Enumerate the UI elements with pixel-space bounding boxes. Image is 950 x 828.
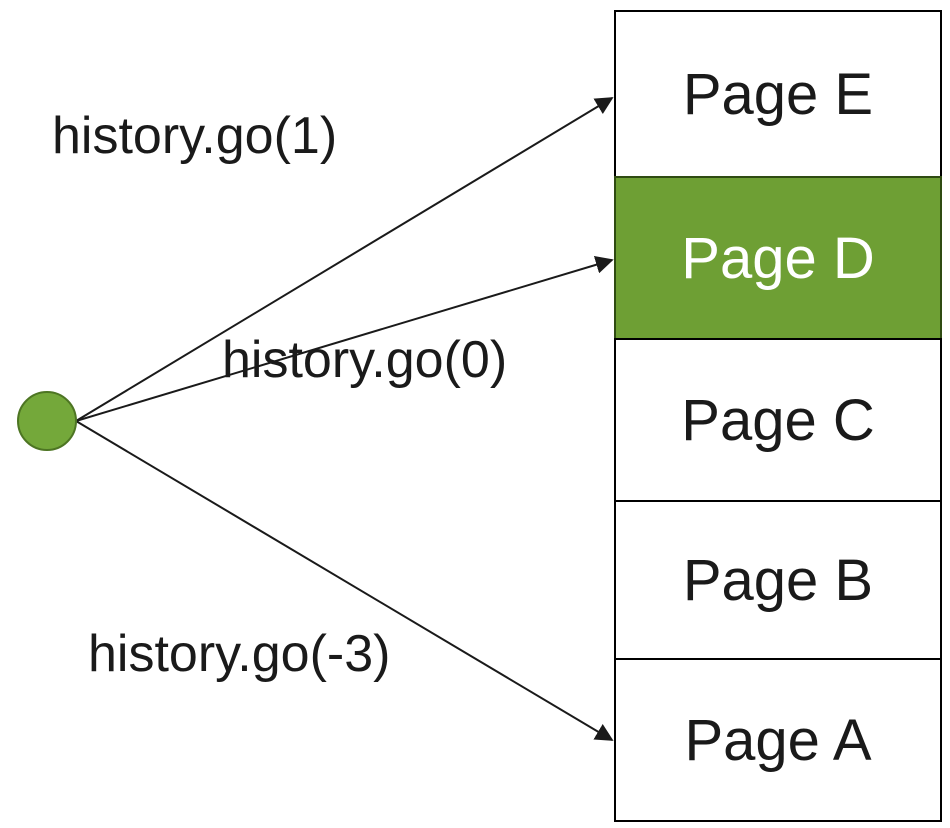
arrow-to-page-e — [75, 97, 614, 422]
page-label-d: Page D — [681, 225, 875, 291]
arrow-to-page-d — [75, 256, 614, 422]
page-label-a: Page A — [684, 707, 872, 773]
page-box-a: Page A — [614, 658, 942, 822]
page-label-c: Page C — [681, 387, 875, 453]
arrow-to-page-a — [75, 420, 614, 741]
call-label-go-0: history.go(0) — [222, 331, 508, 389]
call-label-go-1: history.go(1) — [52, 107, 338, 165]
page-label-b: Page B — [682, 547, 874, 613]
page-box-b: Page B — [614, 500, 942, 660]
page-label-e: Page E — [682, 61, 874, 127]
current-position-node — [17, 391, 77, 451]
call-label-go-minus-3: history.go(-3) — [88, 625, 391, 683]
page-box-c: Page C — [614, 338, 942, 502]
page-box-d-current: Page D — [614, 176, 942, 340]
page-box-e: Page E — [614, 10, 942, 178]
